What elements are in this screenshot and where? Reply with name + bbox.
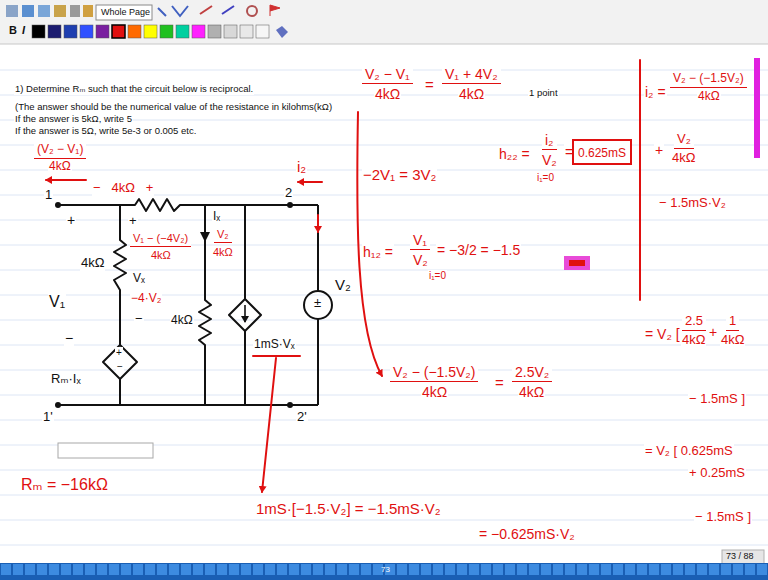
handwritten-equation: V₂ − (−1.5V₂) bbox=[390, 364, 478, 382]
source-symbol: ± bbox=[313, 296, 322, 311]
terminal-label: 2' bbox=[296, 410, 308, 425]
handwritten-note: 4kΩ bbox=[48, 160, 72, 174]
handwritten-equation: −2V₁ = 3V₂ bbox=[362, 166, 437, 183]
handwritten-equation: 4kΩ bbox=[720, 333, 745, 348]
source-label: 1mS·Vₓ bbox=[253, 338, 296, 352]
points-text: 1 point bbox=[528, 88, 559, 99]
bold-button: B bbox=[8, 24, 18, 37]
handwritten-equation: i₁=0 bbox=[428, 270, 447, 282]
handwritten-equation: V₂ − (−1.5V₂) bbox=[670, 72, 747, 88]
handwritten-equation: = V₂ [ 0.625mS bbox=[644, 444, 734, 459]
handwritten-equation: 4kΩ bbox=[374, 86, 401, 102]
handwritten-equation: h₂₂ = bbox=[498, 146, 531, 162]
handwritten-note: (V₂ − V₁) bbox=[34, 143, 86, 159]
current-label: i₂ bbox=[296, 158, 307, 175]
page-counter: 73 / 88 bbox=[725, 551, 755, 561]
handwritten-note: −4·V₂ bbox=[130, 292, 162, 306]
answer-box: 0.625mS bbox=[572, 139, 632, 165]
resistor-value: 4kΩ bbox=[170, 314, 194, 328]
polarity-sign: + bbox=[115, 347, 123, 359]
handwritten-equation: = bbox=[494, 374, 505, 391]
handwritten-equation: = −3/2 = −1.5 bbox=[436, 242, 521, 258]
terminal-label: 1 bbox=[44, 188, 53, 203]
polarity-sign: − bbox=[134, 312, 144, 327]
handwritten-equation: 4kΩ bbox=[697, 90, 721, 104]
handwritten-equation: 1 bbox=[726, 314, 739, 331]
handwritten-equation: V₁ bbox=[410, 232, 430, 250]
handwritten-equation: + bbox=[708, 324, 718, 340]
answer-note: Rₘ = −16kΩ bbox=[20, 476, 109, 494]
polarity-sign: + bbox=[128, 214, 138, 229]
handwritten-equation: 4kΩ bbox=[671, 151, 696, 166]
italic-button: I bbox=[21, 24, 26, 37]
polarity-sign: − bbox=[116, 361, 124, 373]
handwritten-equation: h₁₂ = bbox=[362, 244, 394, 260]
handwritten-equation: V₂ bbox=[674, 132, 694, 149]
handwritten-equation: 4kΩ bbox=[681, 333, 706, 348]
handwritten-note: 4kΩ bbox=[212, 246, 234, 259]
handwritten-equation: + 0.25mS bbox=[688, 466, 746, 481]
handwritten-equation: = −0.625mS·V₂ bbox=[478, 526, 576, 542]
current-label: Iₓ bbox=[212, 210, 221, 224]
polarity-sign: + bbox=[66, 212, 76, 228]
port-voltage: V₂ bbox=[334, 276, 352, 293]
handwritten-note: V₁ − (−4V₂) bbox=[130, 232, 191, 247]
handwritten-equation: i₂ = bbox=[644, 84, 667, 100]
handwritten-equation: 1mS·[−1.5·V₂] = −1.5mS·V₂ bbox=[255, 500, 442, 517]
handwritten-equation: V₂ bbox=[541, 152, 558, 168]
source-label: Rₘ·Iₓ bbox=[50, 372, 82, 387]
problem-text: 1) Determine Rₘ such that the circuit be… bbox=[14, 84, 254, 95]
terminal-label: 1' bbox=[42, 410, 54, 425]
handwritten-equation: i₂ bbox=[542, 132, 557, 150]
handwritten-equation: i₁=0 bbox=[536, 172, 555, 184]
handwritten-equation: V₂ − V₁ bbox=[362, 66, 413, 84]
handwritten-equation: 2.5 bbox=[682, 314, 706, 331]
handwritten-equation: = V₂ [ bbox=[644, 326, 681, 342]
handwritten-note: − 4kΩ + bbox=[92, 181, 154, 196]
handwritten-equation: = bbox=[424, 76, 435, 93]
handwritten-equation: 4kΩ bbox=[458, 86, 485, 102]
handwritten-equation: + bbox=[654, 142, 664, 158]
handwritten-note: 4kΩ bbox=[150, 249, 172, 262]
problem-text: If the answer is 5Ω, write 5e-3 or 0.005… bbox=[14, 126, 197, 137]
voltage-label: Vₓ bbox=[132, 272, 146, 286]
page-number: 73 bbox=[380, 565, 391, 574]
polarity-sign: − bbox=[64, 330, 74, 346]
port-voltage: V₁ bbox=[48, 293, 66, 311]
resistor-value: 4kΩ bbox=[80, 256, 105, 271]
problem-text: (The answer should be the numerical valu… bbox=[14, 102, 333, 113]
terminal-label: 2 bbox=[284, 186, 293, 201]
dropdown-text: Whole Page bbox=[100, 7, 151, 17]
handwritten-equation: − 1.5mS ] bbox=[688, 392, 746, 407]
handwritten-equation: 4kΩ bbox=[421, 384, 448, 400]
handwritten-equation: − 1.5mS ] bbox=[694, 510, 752, 525]
handwritten-equation: 2.5V₂ bbox=[512, 364, 552, 382]
handwritten-equation: V₂ bbox=[412, 252, 429, 268]
problem-text: If the answer is 5kΩ, write 5 bbox=[14, 114, 133, 125]
handwritten-note: V₂ bbox=[214, 228, 232, 243]
handwritten-equation: V₁ + 4V₂ bbox=[442, 66, 501, 84]
handwritten-equation: 4kΩ bbox=[518, 384, 545, 400]
handwritten-equation: − 1.5mS·V₂ bbox=[658, 196, 727, 211]
answer-value: 0.625mS bbox=[578, 146, 626, 160]
